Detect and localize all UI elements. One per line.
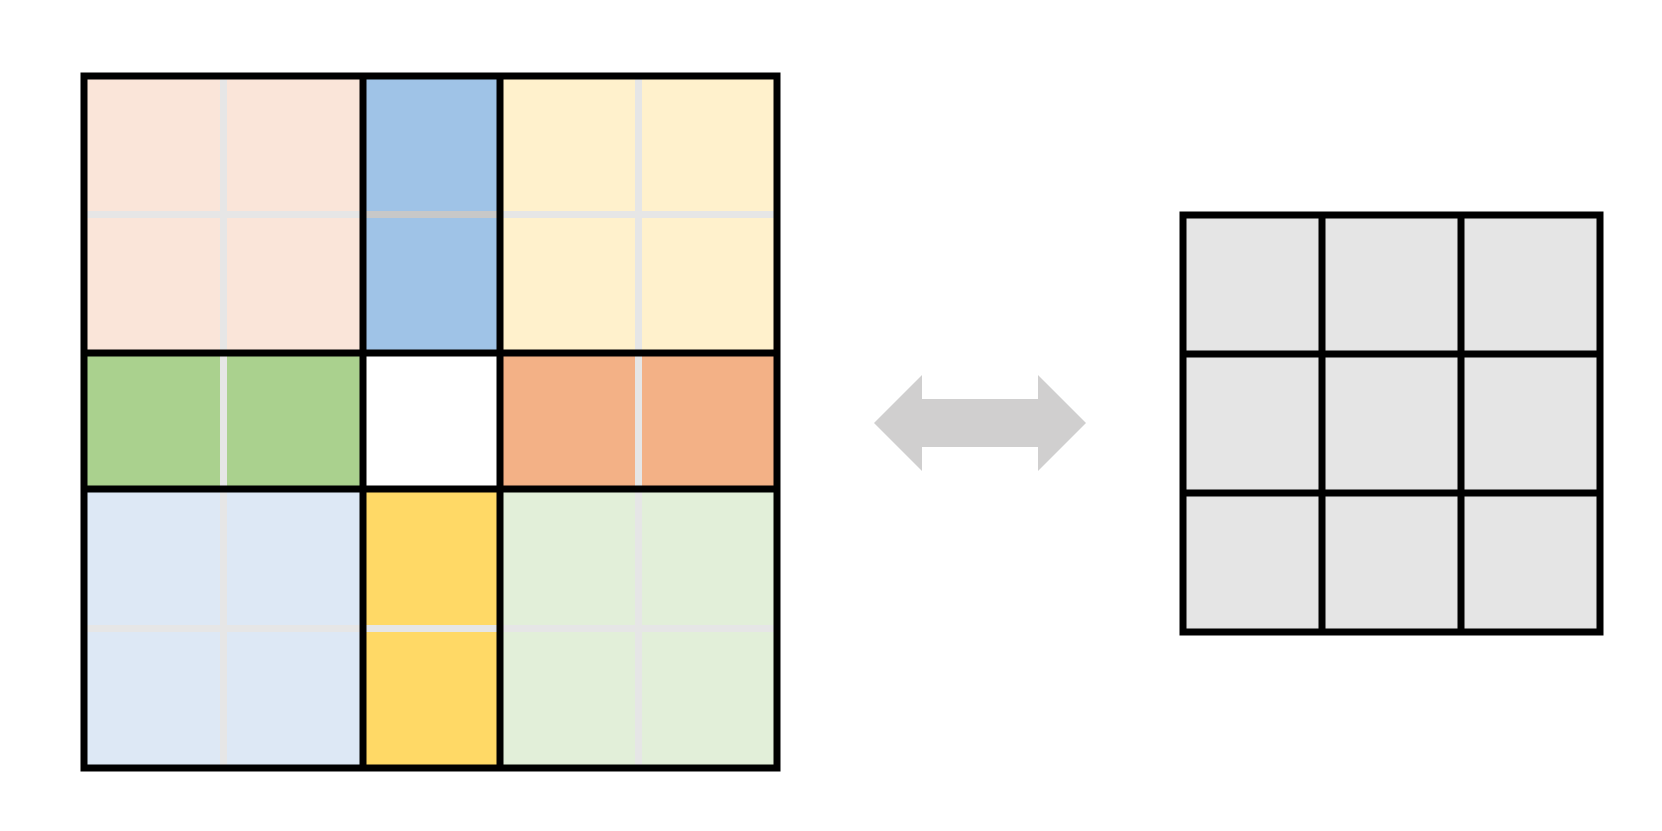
cell-middle-right (500, 353, 777, 489)
right-grid-cell-2-2 (1457, 489, 1604, 636)
right-grid-cell-0-2 (1457, 211, 1604, 358)
cell-bottom-middle (363, 489, 500, 768)
cell-center-fill (363, 353, 500, 489)
left-grid (80, 72, 781, 772)
right-grid-cell-1-0 (1179, 350, 1326, 497)
right-grid-cell-1-2 (1457, 350, 1604, 497)
arrow-group (874, 375, 1086, 471)
right-grid-cell-1-1 (1318, 350, 1465, 497)
right-grid-cell-2-0 (1179, 489, 1326, 636)
cell-top-right (500, 76, 777, 353)
cell-center (363, 353, 500, 489)
cell-bottom-right (500, 489, 777, 768)
right-grid-cell-2-1 (1318, 489, 1465, 636)
cell-middle-left (84, 353, 363, 489)
cell-top-left (84, 76, 363, 353)
right-grid-cell-0-1 (1318, 211, 1465, 358)
cell-top-middle (363, 76, 500, 353)
right-grid (1179, 211, 1604, 636)
cell-bottom-left (84, 489, 363, 768)
double-headed-arrow-icon (874, 375, 1086, 471)
right-grid-cell-0-0 (1179, 211, 1326, 358)
